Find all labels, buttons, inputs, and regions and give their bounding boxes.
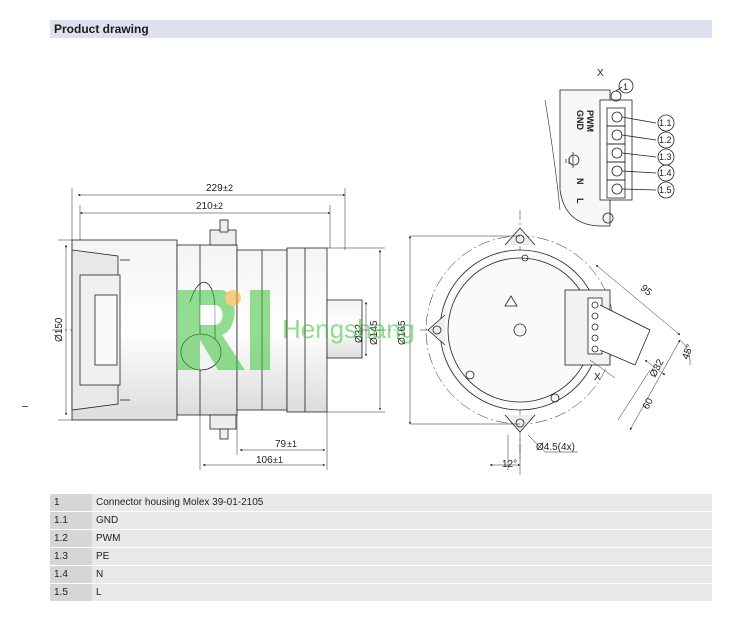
callout-1-2: 1.2 [659, 135, 672, 145]
dim-length-79: 79 [275, 439, 287, 450]
part-number: 1.3 [50, 547, 92, 566]
dim-outlet-32: Ø32 [648, 357, 667, 379]
dim-hole: Ø4.5(4x) [536, 442, 575, 453]
front-view [408, 210, 691, 475]
table-row: 1.5 L [50, 583, 712, 602]
callout-1-5: 1.5 [659, 185, 672, 195]
part-description: Connector housing Molex 39-01-2105 [92, 494, 712, 512]
table-row: 1.1 GND [50, 511, 712, 530]
part-number: 1.4 [50, 565, 92, 584]
edge-mark [22, 406, 28, 407]
dim-body-length: 210 [196, 201, 213, 212]
callout-1-3: 1.3 [659, 152, 672, 162]
dim-overall-length-tol: ±2 [223, 183, 233, 193]
dim-95: 95 [638, 283, 654, 299]
dim-body-length-tol: ±2 [213, 201, 223, 211]
dim-60: 60 [641, 396, 656, 411]
part-description: L [92, 583, 712, 602]
parts-table: 1 Connector housing Molex 39-01-2105 1.1… [50, 494, 712, 602]
part-description: PWM [92, 529, 712, 548]
part-number: 1 [50, 494, 92, 512]
product-drawing: 229 ±2 210 ±2 Ø150 Ø32 Ø145 79 ±1 106 ±1 [0, 40, 750, 490]
view-marker-detail: X [597, 68, 604, 79]
part-number: 1.5 [50, 583, 92, 602]
connector-detail [544, 78, 675, 227]
table-row: 1.4 N [50, 565, 712, 584]
dim-diameter-32: Ø32 [354, 324, 365, 343]
watermark-logo: Hengshang [178, 290, 415, 370]
dim-length-106-tol: ±1 [273, 455, 283, 465]
section-title: Product drawing [50, 20, 712, 38]
table-row: 1 Connector housing Molex 39-01-2105 [50, 494, 712, 512]
dim-angle-12: 12° [502, 459, 517, 470]
dim-length-79-tol: ±1 [287, 439, 297, 449]
part-description: PE [92, 547, 712, 566]
callout-1-1: 1.1 [659, 118, 672, 128]
view-marker-front: X [594, 372, 601, 383]
part-description: GND [92, 511, 712, 530]
part-number: 1.2 [50, 529, 92, 548]
table-row: 1.3 PE [50, 547, 712, 566]
dim-length-106: 106 [256, 455, 273, 466]
table-row: 1.2 PWM [50, 529, 712, 548]
earth-icon [565, 152, 574, 168]
dim-diameter-150: Ø150 [54, 317, 65, 342]
svg-text:Hengshang: Hengshang [282, 314, 415, 344]
pin-label-gnd: GND [575, 110, 585, 131]
pin-label-l: L [575, 198, 585, 204]
dim-overall-length: 229 [206, 183, 223, 194]
dim-diameter-165: Ø165 [397, 320, 408, 345]
dim-diameter-145: Ø145 [369, 320, 380, 345]
callout-1-4: 1.4 [659, 168, 672, 178]
part-number: 1.1 [50, 511, 92, 530]
callout-1: 1 [623, 82, 628, 92]
dim-angle-45: 45° [680, 343, 696, 361]
pin-label-pwm: PWM [585, 110, 595, 132]
pin-label-n: N [575, 178, 585, 185]
technical-drawing-svg: 229 ±2 210 ±2 Ø150 Ø32 Ø145 79 ±1 106 ±1 [52, 68, 696, 475]
part-description: N [92, 565, 712, 584]
